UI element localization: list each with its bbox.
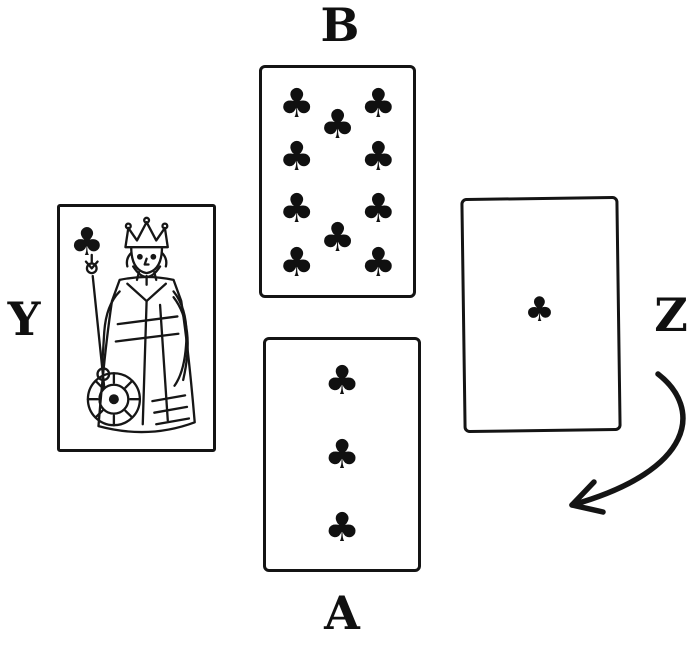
card-three-of-clubs: ♣ ♣ ♣ xyxy=(263,337,421,572)
king-crown xyxy=(124,216,169,249)
king-figure xyxy=(84,216,196,434)
player-label-z: Z xyxy=(654,288,688,342)
club-pip: ♣ xyxy=(324,358,360,405)
club-pip: ♣ xyxy=(319,215,356,262)
card-ace-of-clubs: ♣ xyxy=(460,195,622,434)
club-pip: ♣ xyxy=(360,81,397,128)
corner-club-pip: ♣ xyxy=(70,220,105,265)
arrow-head xyxy=(569,479,606,515)
club-pip: ♣ xyxy=(360,185,397,232)
king-robe xyxy=(97,275,196,434)
club-pip: ♣ xyxy=(523,289,555,331)
king-of-clubs-illustration: ♣ xyxy=(70,216,196,434)
king-scepter xyxy=(84,253,111,389)
card-ten-of-clubs: ♣ ♣ ♣ ♣ ♣ ♣ ♣ ♣ ♣ ♣ xyxy=(259,65,416,298)
club-pip: ♣ xyxy=(278,185,315,232)
club-pip: ♣ xyxy=(278,133,315,180)
player-label-b: B xyxy=(320,0,360,52)
club-pip: ♣ xyxy=(360,240,397,287)
club-pip: ♣ xyxy=(278,81,315,128)
club-pip: ♣ xyxy=(278,240,315,287)
club-pip: ♣ xyxy=(324,431,360,478)
club-pip: ♣ xyxy=(324,504,360,551)
club-pip: ♣ xyxy=(360,133,397,180)
king-head xyxy=(125,246,168,286)
king-orb xyxy=(86,372,142,427)
player-label-y: Y xyxy=(7,292,41,346)
player-label-a: A xyxy=(324,586,360,640)
card-king-of-clubs: ♣ xyxy=(57,204,216,452)
club-pip: ♣ xyxy=(319,101,356,148)
